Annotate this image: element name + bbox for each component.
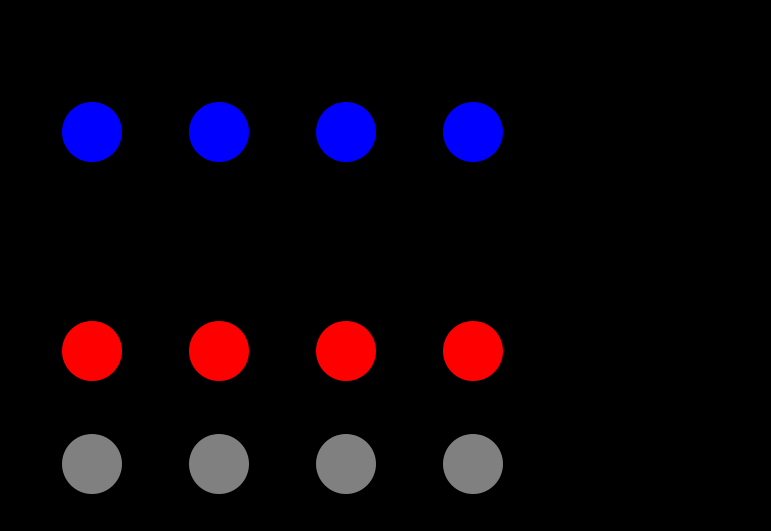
dot-blue-1	[62, 102, 122, 162]
dot-blue-4	[443, 102, 503, 162]
dot-red-1	[62, 321, 122, 381]
dot-gray-4	[443, 434, 503, 494]
dot-blue-2	[189, 102, 249, 162]
dot-blue-3	[316, 102, 376, 162]
dot-gray-3	[316, 434, 376, 494]
dot-gray-2	[189, 434, 249, 494]
dot-red-4	[443, 321, 503, 381]
dot-red-2	[189, 321, 249, 381]
dot-red-3	[316, 321, 376, 381]
dot-gray-1	[62, 434, 122, 494]
